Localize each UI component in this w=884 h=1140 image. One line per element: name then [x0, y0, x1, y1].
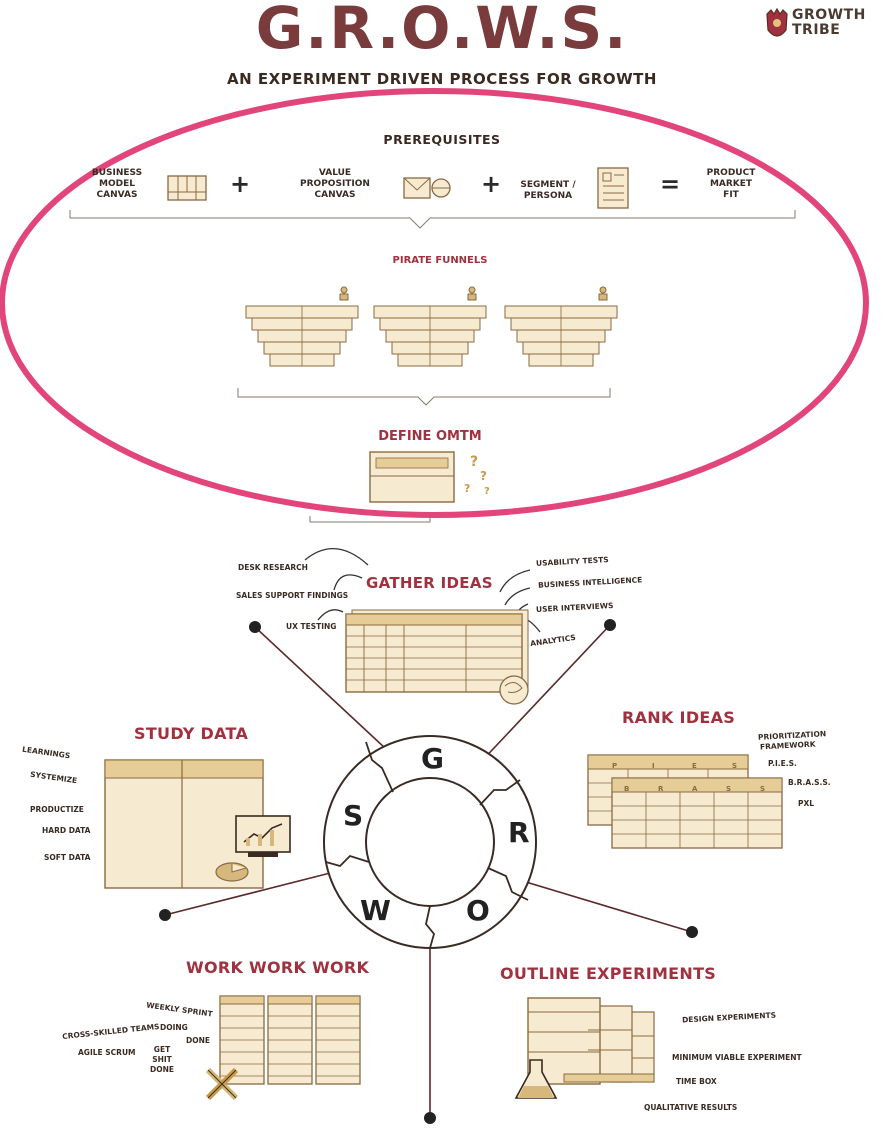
plus-sign-2: +	[481, 170, 502, 198]
wheel-letter-s[interactable]: S	[343, 799, 364, 832]
rank-row1-s: S	[732, 762, 738, 770]
rank-row1-i: I	[652, 762, 655, 770]
prereq-bracket	[69, 210, 796, 229]
rank-row2-a: A	[692, 785, 698, 793]
flask-icon	[514, 1059, 558, 1099]
qualitative-results-label: QUALITATIVE RESULTS	[644, 1103, 738, 1112]
tools-icon	[205, 1067, 239, 1101]
define-omtm-title: DEFINE OMTM	[378, 429, 482, 444]
study-data-title: STUDY DATA	[134, 724, 249, 743]
equals-sign: =	[660, 170, 681, 198]
segment-persona-label: SEGMENT /PERSONA	[520, 180, 576, 201]
wheel-letter-o[interactable]: O	[466, 894, 490, 927]
sales-support-label: SALES SUPPORT FINDINGS	[236, 591, 349, 600]
rank-row2-b: B	[624, 785, 630, 793]
pies-label: P.I.E.S.	[768, 759, 797, 768]
pxl-label: PXL	[798, 799, 815, 808]
hard-data-label: HARD DATA	[42, 826, 91, 835]
wheel-letter-w[interactable]: W	[360, 894, 391, 927]
rank-ideas-table-front	[611, 777, 783, 849]
wheel-spokes	[164, 624, 693, 1118]
time-box-label: TIME BOX	[676, 1077, 717, 1086]
gather-ideas-title: GATHER IDEAS	[366, 574, 493, 592]
person-icon	[599, 286, 607, 294]
experiment-docs	[527, 997, 655, 1085]
done-label: DONE	[186, 1036, 211, 1045]
brand-line-growth: GROWTH	[792, 7, 866, 23]
pie-chart-icon	[215, 862, 249, 882]
outline-experiments-title: OUTLINE EXPERIMENTS	[500, 964, 717, 983]
tribe-shield-icon	[766, 8, 788, 37]
doing-label: DOING	[160, 1023, 188, 1032]
mve-label: MINIMUM VIABLE EXPERIMENT	[672, 1053, 802, 1062]
ux-testing-label: UX TESTING	[286, 622, 337, 631]
value-proposition-canvas-icon	[403, 177, 451, 199]
productize-label: PRODUCTIZE	[30, 805, 84, 814]
person-icon	[468, 286, 476, 294]
spoke-end-dots	[159, 619, 698, 1124]
omtm-card-icon	[369, 451, 455, 503]
brand-line-tribe: TRIBE	[792, 22, 841, 38]
page-title: G.R.O.W.S.	[255, 0, 629, 62]
pirate-funnel-3	[504, 286, 618, 367]
person-icon	[340, 286, 348, 294]
svg-text:?: ?	[484, 486, 490, 497]
svg-text:?: ?	[480, 469, 487, 483]
monitor-chart-icon	[235, 815, 291, 857]
question-marks-icon: ? ? ? ?	[464, 454, 490, 497]
funnel-bracket	[237, 388, 611, 406]
svg-text:?: ?	[464, 482, 470, 495]
brain-head-icon	[499, 675, 529, 705]
svg-text:?: ?	[470, 454, 478, 470]
work-work-work-title: WORK WORK WORK	[186, 958, 370, 977]
rank-row1-p: P	[612, 762, 618, 770]
plus-sign-1: +	[230, 170, 251, 198]
kanban-board	[219, 995, 361, 1085]
grows-wheel	[323, 735, 537, 949]
rank-row2-s1: S	[726, 785, 732, 793]
agile-scrum-label: AGILE SCRUM	[78, 1048, 136, 1057]
desk-research-label: DESK RESEARCH	[238, 563, 308, 572]
soft-data-label: SOFT DATA	[44, 853, 91, 862]
rank-ideas-title: RANK IDEAS	[622, 708, 736, 727]
segment-persona-icon	[597, 167, 629, 209]
rank-row2-r: R	[658, 785, 664, 793]
wheel-letter-g[interactable]: G	[421, 742, 444, 775]
brand-logo: GROWTH TRIBE	[762, 8, 872, 44]
highlight-ellipse	[0, 88, 869, 518]
page-subtitle: AN EXPERIMENT DRIVEN PROCESS FOR GROWTH	[227, 70, 657, 88]
gather-arrows	[304, 547, 541, 633]
rank-row2-s2: S	[760, 785, 766, 793]
prerequisites-title: PREREQUISITES	[383, 132, 501, 147]
business-model-canvas-icon	[167, 175, 207, 201]
rank-row1-e: E	[692, 762, 697, 770]
pirate-funnel-1	[245, 286, 359, 367]
wheel-letter-r[interactable]: R	[508, 816, 530, 849]
pirate-funnel-2	[373, 286, 487, 367]
brass-label: B.R.A.S.S.	[788, 778, 831, 787]
pirate-funnels-title: PIRATE FUNNELS	[392, 255, 488, 266]
gather-ideas-table	[345, 609, 529, 693]
